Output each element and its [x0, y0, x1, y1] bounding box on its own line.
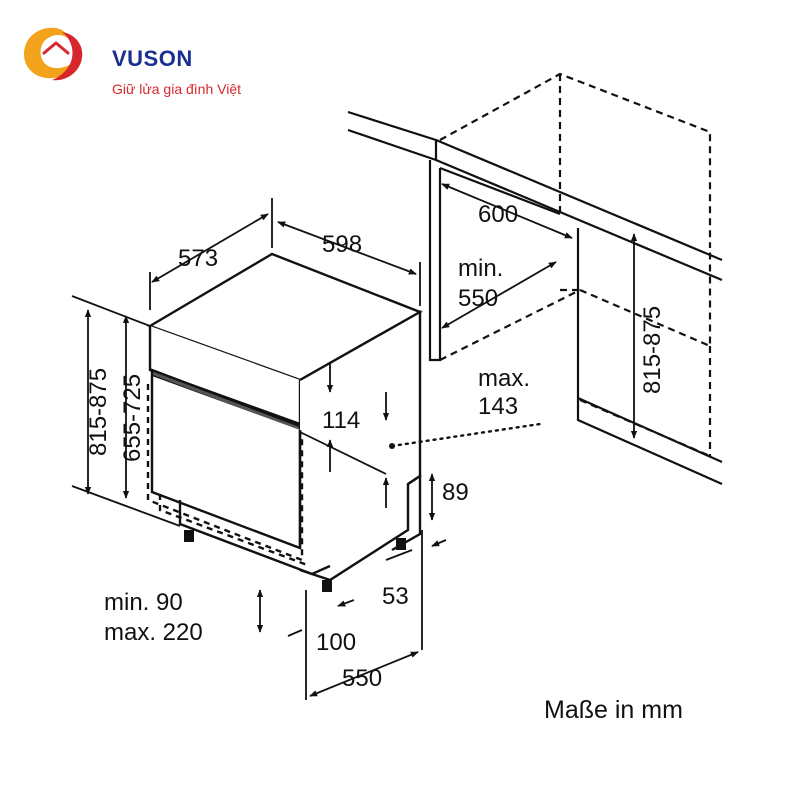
- label-recess-height: 89: [442, 479, 469, 506]
- foot-back-right: [396, 538, 406, 550]
- front-panel-dashed: [146, 384, 304, 562]
- label-foot-offset: 100: [316, 629, 356, 656]
- dishwasher-feet: [184, 530, 406, 592]
- leader-dot: [389, 443, 395, 449]
- label-depth: 573: [178, 245, 218, 272]
- worktop: [347, 110, 438, 162]
- dim-line-600: [441, 183, 573, 239]
- right-cabinet-floor: [576, 398, 723, 486]
- label-recess-depth: 53: [382, 583, 409, 610]
- label-plinth-min: min. 90: [104, 589, 183, 616]
- label-plinth-max: max. 220: [104, 619, 203, 646]
- dashed-box: [439, 72, 712, 458]
- dimension-lines: [71, 183, 638, 700]
- label-panel-height: 114: [322, 407, 360, 434]
- label-max-value: 143: [478, 393, 518, 420]
- label-bottom-depth: 550: [342, 665, 382, 692]
- foot-front-left: [184, 530, 194, 542]
- dim-line-53: [385, 540, 447, 561]
- plinth: [178, 500, 331, 576]
- foot-front-right: [322, 580, 332, 592]
- unit-note: Maße in mm: [544, 696, 683, 724]
- label-niche-min: min.: [458, 255, 503, 282]
- worktop-edge: [435, 138, 723, 282]
- brand-name: VUSON: [112, 46, 193, 71]
- label-max: max.: [478, 365, 530, 392]
- label-appliance-height: 655-725: [119, 374, 146, 462]
- vuson-logo-icon: [24, 27, 83, 81]
- dimension-labels: 573 598 600 min. 550 815-875 815-875 655…: [85, 201, 683, 724]
- brand-logo: VUSON Giữ lửa gia đình Việt: [18, 22, 278, 96]
- plinth-dashed: [158, 494, 311, 568]
- dim-line-100: [287, 600, 355, 637]
- label-niche-min-value: 550: [458, 285, 498, 312]
- label-niche-width: 600: [478, 201, 518, 228]
- dim-line-550-bottom: [309, 651, 419, 697]
- label-height-range: 815-875: [85, 368, 112, 456]
- brand-tagline: Giữ lửa gia đình Việt: [112, 81, 242, 97]
- dim-line-550-min: [441, 261, 557, 329]
- dim-line-598: [277, 221, 417, 275]
- label-width: 598: [322, 231, 362, 258]
- dim-line-573: [151, 213, 269, 283]
- label-niche-height: 815-875: [639, 306, 666, 394]
